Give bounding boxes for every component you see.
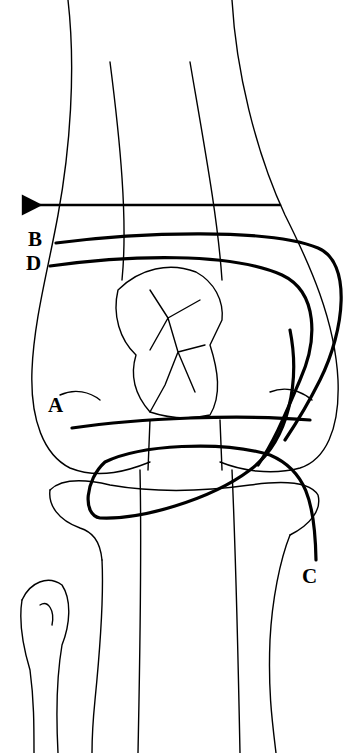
cerclage-wire xyxy=(50,234,341,560)
wire-label: B xyxy=(28,229,42,250)
wire-label: D xyxy=(26,253,41,274)
wire-b xyxy=(56,234,341,440)
wire-c xyxy=(88,330,316,560)
force-arrow xyxy=(40,204,280,207)
wire-a xyxy=(72,417,310,428)
wire-d xyxy=(50,258,312,465)
wire-label: C xyxy=(302,566,317,587)
wire-label: A xyxy=(48,395,63,416)
bone-outline xyxy=(21,0,338,753)
